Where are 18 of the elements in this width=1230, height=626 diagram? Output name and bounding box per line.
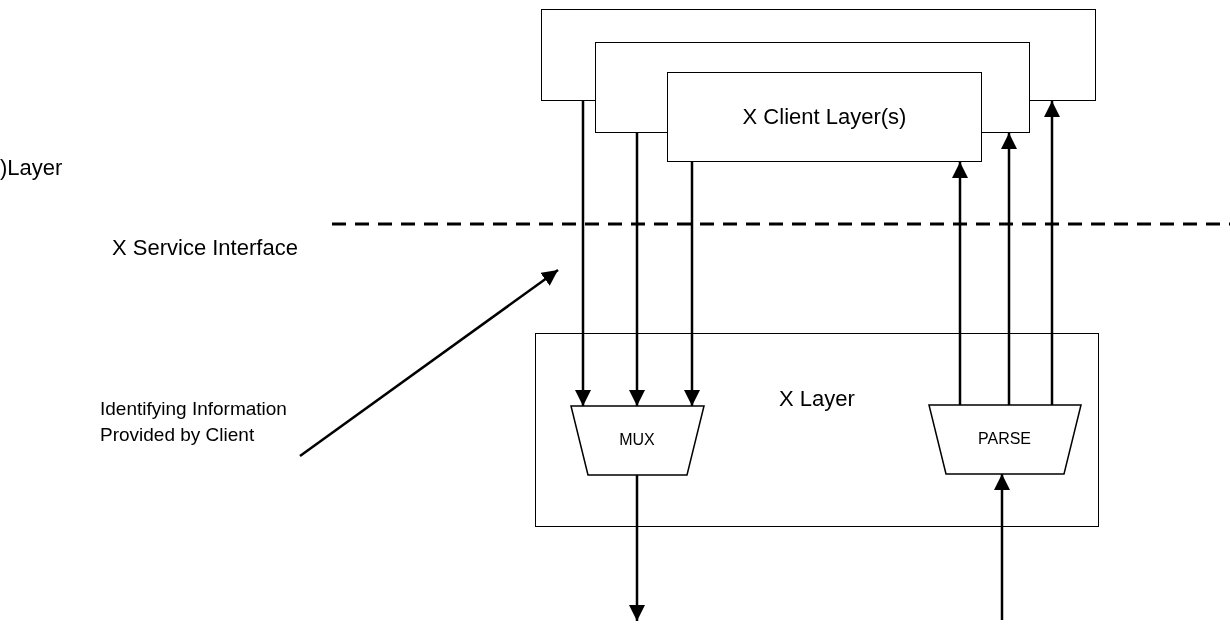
- layer-caption: X Service Interface: [112, 234, 298, 262]
- arrow: [629, 133, 645, 406]
- block-label: PARSE: [977, 429, 1032, 450]
- layer-box: [667, 72, 982, 162]
- arrow: [994, 474, 1010, 620]
- layer-caption: )Layer: [0, 154, 63, 182]
- layer-label: X Client Layer(s): [742, 103, 907, 132]
- arrow: [952, 162, 968, 405]
- arrow: [629, 475, 645, 621]
- arrow: [684, 162, 700, 406]
- block-label: MUX: [619, 430, 655, 451]
- layer-box: [535, 333, 1099, 527]
- arrow: [575, 101, 591, 406]
- leader-arrow: [299, 269, 559, 457]
- layer-label: X Layer: [779, 385, 855, 413]
- annotation-text: Identifying Information Provided by Client: [100, 398, 287, 445]
- arrow: [1001, 133, 1017, 405]
- arrow: [1044, 101, 1060, 405]
